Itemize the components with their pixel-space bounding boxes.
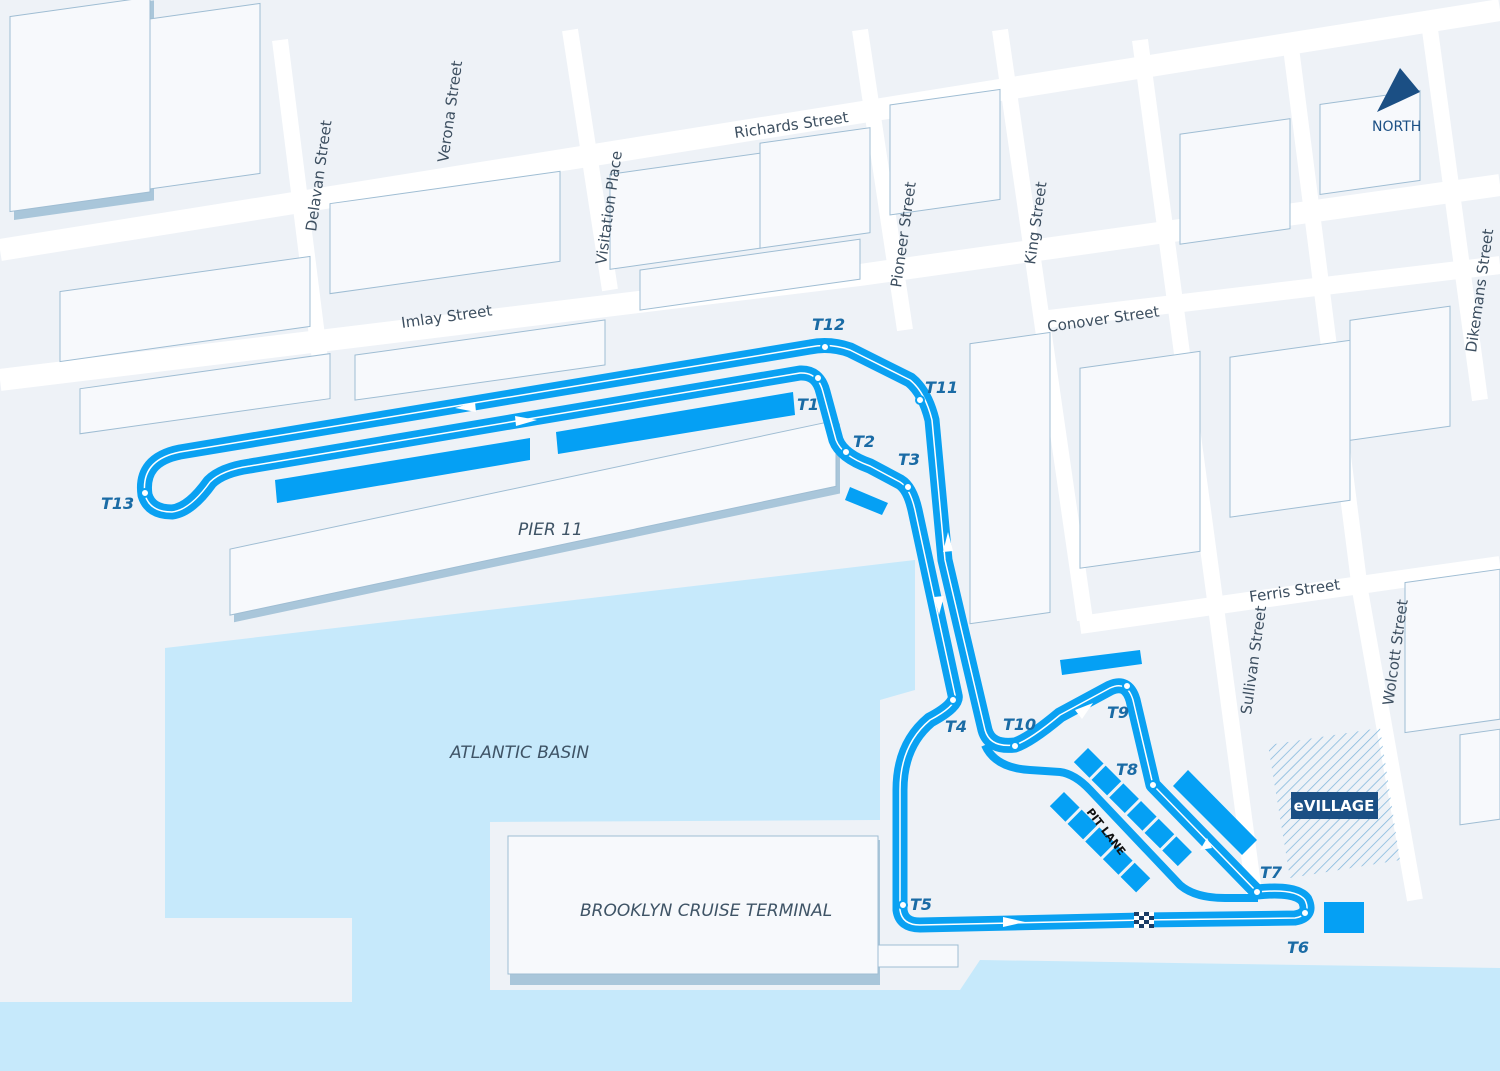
turn-label-t6: T6: [1287, 938, 1309, 957]
buildings: [9, 0, 1500, 985]
turn-label-t1: T1: [797, 395, 819, 414]
turn-label-t7: T7: [1260, 863, 1283, 882]
checkered-flag-icon: [1134, 912, 1154, 928]
turn-label-t4: T4: [945, 717, 967, 736]
turn-label-t11: T11: [925, 378, 958, 397]
atlantic-basin-label: ATLANTIC BASIN: [449, 743, 589, 763]
street-label-sullivan: Sullivan Street: [1237, 605, 1270, 716]
north-arrow-icon: [1377, 68, 1420, 112]
turn-label-t3: T3: [898, 450, 920, 469]
turn-label-t8: T8: [1116, 760, 1138, 779]
turn-markers: [140, 342, 1310, 918]
direction-arrow-icon: [455, 402, 1212, 927]
water-atlantic-basin: [0, 560, 1500, 1071]
street-label-verona: Verona Street: [434, 60, 466, 164]
grandstands: [275, 392, 1364, 933]
north-label: NORTH: [1372, 119, 1421, 135]
cruise-terminal-label: BROOKLYN CRUISE TERMINAL: [580, 901, 832, 921]
turn-label-t10: T10: [1003, 715, 1036, 734]
turn-label-t2: T2: [853, 432, 875, 451]
pier-11-label: PIER 11: [518, 520, 583, 540]
evillage-label: eVILLAGE: [1294, 797, 1375, 815]
pit-lane-road: [981, 743, 1258, 902]
evillage-badge: [1291, 792, 1378, 819]
turn-label-t13: T13: [101, 494, 134, 513]
turn-label-t5: T5: [910, 895, 932, 914]
turn-label-t12: T12: [812, 315, 845, 334]
turn-label-t9: T9: [1107, 703, 1129, 722]
